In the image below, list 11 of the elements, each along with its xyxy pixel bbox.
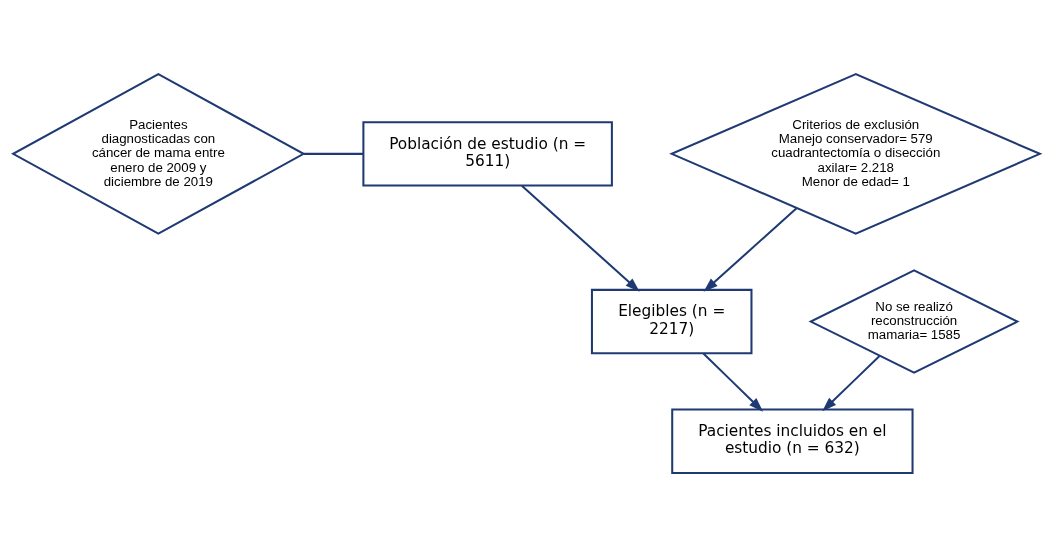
node-box: Pacientes incluidos en el estudio (n = 632) [671, 408, 914, 474]
node-box: Población de estudio (n = 5611) [362, 121, 613, 187]
node-diamond: Pacientes diagnosticadas con cáncer de mama entre enero de 2009 y diciembre de 2019 [11, 72, 306, 235]
arrow [822, 355, 881, 412]
arrow [521, 184, 640, 292]
arrow [703, 207, 798, 292]
arrow [702, 352, 764, 412]
node-box: Elegibles (n = 2217) [590, 288, 753, 355]
connector [303, 152, 364, 155]
node-diamond: Criterios de exclusión Manejo conservador= 579 cuadrantectomía o disección axilar= 2.218 Menor de edad= 1 [669, 72, 1043, 235]
node-diamond: No se realizó reconstrucción mamaria= 1585 [808, 269, 1020, 374]
